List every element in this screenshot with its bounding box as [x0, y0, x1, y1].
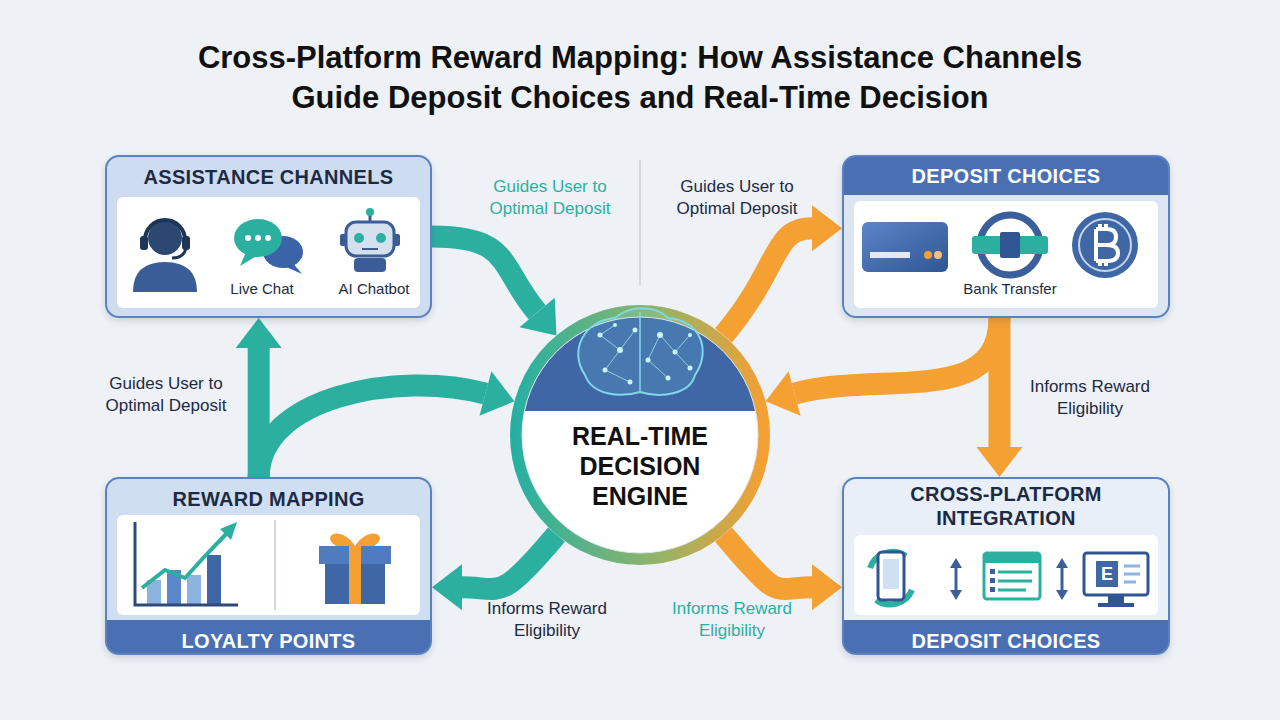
flow-arrow	[976, 318, 1022, 477]
node-heading: ASSISTANCE CHANNELS	[107, 165, 430, 189]
edge-label: Guides User to Optimal Deposit	[657, 176, 817, 220]
flow-arrow	[432, 237, 556, 336]
arrow-shaft	[259, 385, 486, 477]
arrow-shaft	[988, 318, 1010, 447]
edge-label: Guides User to Optimal Deposit	[86, 373, 246, 417]
flow-arrow	[432, 535, 556, 611]
node-text: Live Chat	[207, 279, 317, 299]
process-box: REWARD MAPPING LOYALTY POINTS	[105, 477, 432, 655]
icon-letter: E	[1096, 561, 1118, 587]
arrow-head	[766, 371, 801, 415]
flow-arrow	[766, 318, 1000, 416]
arrow-head	[236, 318, 282, 348]
arrow-shaft	[432, 237, 537, 313]
arrow-head	[520, 298, 557, 336]
process-box: ASSISTANCE CHANNELS Live ChatAI Chatbot	[105, 155, 432, 318]
arrow-shaft	[724, 535, 812, 589]
icon-panel	[117, 515, 420, 615]
node-heading: CROSS-PLATFORM INTEGRATION	[876, 482, 1136, 530]
process-box: CROSS-PLATFORM INTEGRATION DEPOSIT CHOICE…	[842, 477, 1170, 655]
arrow-shaft	[462, 535, 556, 589]
process-box: DEPOSIT CHOICES Bank Transfer	[842, 155, 1170, 318]
node-text: LOYALTY POINTS	[107, 629, 430, 653]
node-heading: DEPOSIT CHOICES	[844, 164, 1168, 188]
arrow-shaft	[795, 318, 1000, 394]
arrow-head	[432, 564, 462, 610]
arrow-head	[976, 447, 1022, 477]
arrow-head	[479, 371, 514, 415]
arrow-shaft	[724, 228, 812, 335]
edge-label: Informs Reward Eligibility	[652, 598, 812, 642]
edge-label: Informs Reward Eligibility	[467, 598, 627, 642]
edge-label: Informs Reward Eligibility	[1010, 376, 1170, 420]
engine-circle: REAL-TIME DECISION ENGINE	[510, 305, 770, 565]
diagram-title: Cross-Platform Reward Mapping: How Assis…	[160, 38, 1120, 118]
flow-arrow	[724, 205, 842, 335]
node-text: DEPOSIT CHOICES	[844, 629, 1168, 653]
node-heading: REAL-TIME DECISION ENGINE	[545, 421, 735, 511]
node-text: Bank Transfer	[950, 279, 1070, 299]
flow-arrow	[724, 535, 842, 611]
arrow-head	[812, 205, 842, 251]
node-heading: REWARD MAPPING	[107, 487, 430, 511]
flow-arrow	[259, 371, 515, 477]
edge-label: Guides User to Optimal Deposit	[470, 176, 630, 220]
arrow-head	[812, 564, 842, 610]
node-text: AI Chatbot	[319, 279, 429, 299]
